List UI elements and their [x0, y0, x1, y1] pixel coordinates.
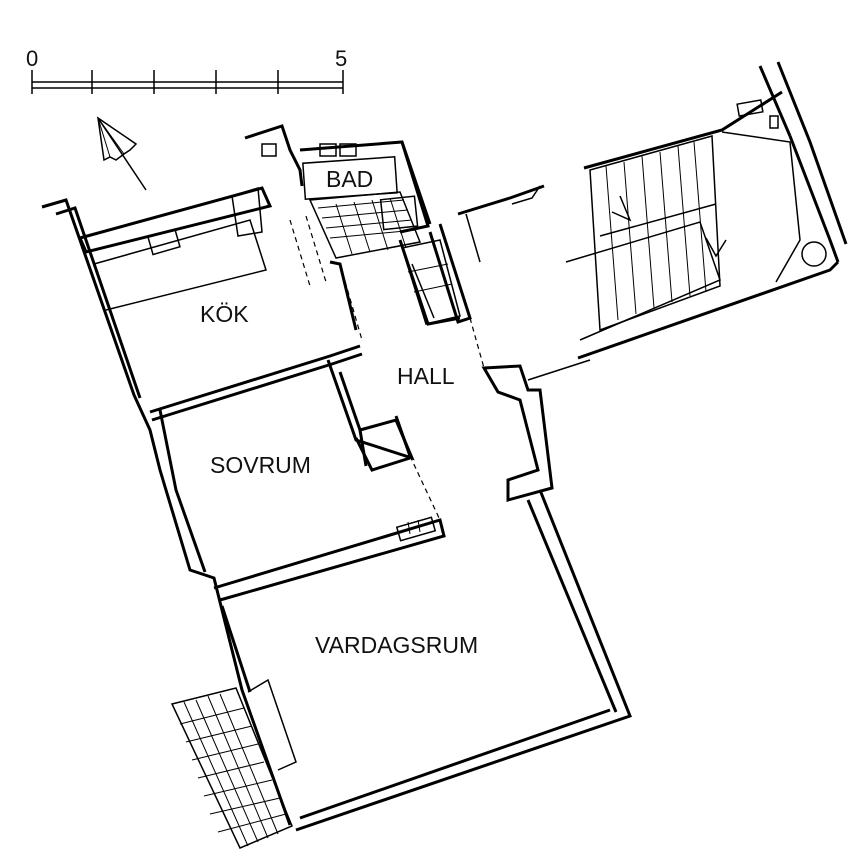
bathroom-fixtures — [261, 143, 422, 259]
living-room-cabinet — [247, 516, 437, 771]
room-label-hall: HALL — [397, 363, 455, 389]
staircase-icon — [565, 99, 827, 341]
room-labels: BAD KÖK HALL SOVRUM VARDAGSRUM — [200, 166, 478, 658]
room-label-sovrum: SOVRUM — [210, 452, 311, 478]
room-label-vardagsrum: VARDAGSRUM — [315, 632, 478, 658]
north-arrow-icon — [97, 116, 147, 191]
room-label-bad: BAD — [326, 166, 373, 192]
kitchen-counter — [93, 187, 327, 311]
balcony-grid-icon — [170, 687, 293, 849]
room-label-kok: KÖK — [200, 301, 249, 327]
outer-walls — [41, 61, 848, 832]
scale-end-label: 5 — [335, 46, 347, 71]
hall-fixtures — [339, 185, 591, 521]
scale-bar: 0 5 — [26, 46, 347, 94]
scale-start-label: 0 — [26, 46, 38, 71]
